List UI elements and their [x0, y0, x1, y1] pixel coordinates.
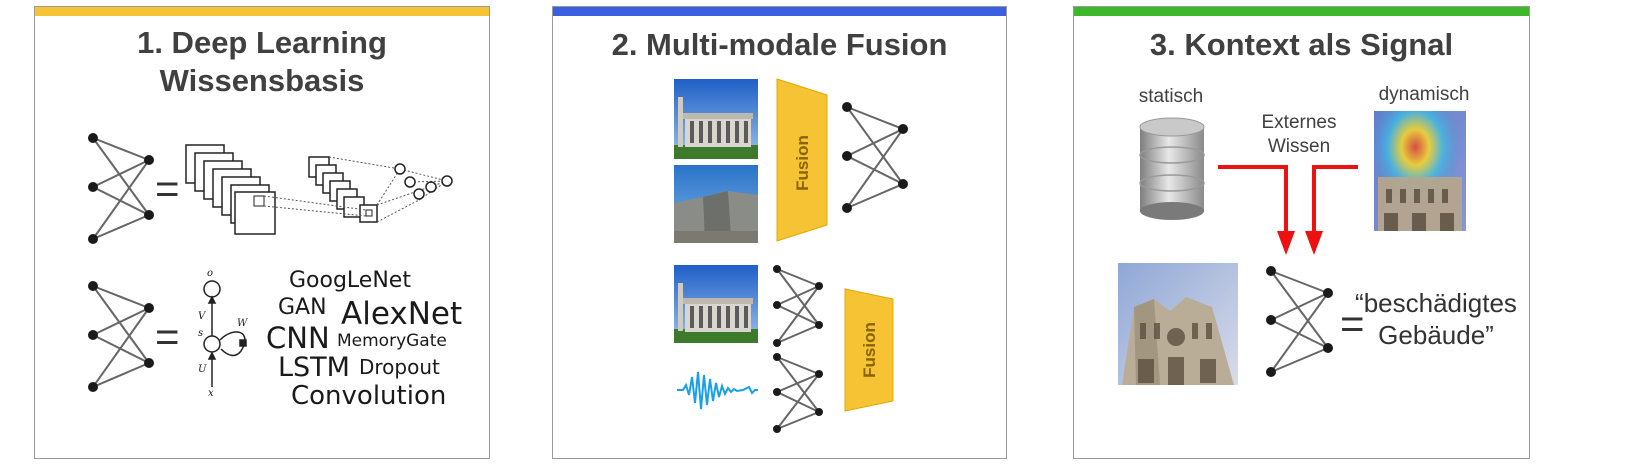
cnn-feature-maps-icon: [185, 144, 378, 235]
word-cloud-gan: GAN: [278, 295, 327, 320]
rnn-label-s: s: [198, 328, 204, 339]
rnn-label-x: x: [208, 388, 214, 399]
heatmap-cathedral-photo: [1374, 111, 1466, 231]
panel-multimodal-fusion: 2. Multi-modale Fusion: [552, 6, 1007, 459]
panel-context-signal: 3. Kontext als Signal statisch dynamisch…: [1073, 6, 1530, 459]
word-cloud-alexnet: AlexNet: [341, 296, 463, 332]
dynamic-label: dynamisch: [1378, 84, 1470, 105]
rnn-label-v: V: [198, 311, 206, 322]
equals-sign: =: [155, 313, 180, 360]
panel-title-line1: 1. Deep Learning: [137, 25, 387, 60]
equals-sign: =: [1340, 300, 1365, 347]
panel-accent-bar: [1074, 7, 1529, 16]
external-knowledge-label-line2: Wissen: [1267, 136, 1331, 157]
dense-layer-nodes: [394, 163, 453, 200]
fusion-label: Fusion: [860, 322, 879, 378]
rnn-cell-icon: [203, 280, 247, 387]
neural-network-icon: [88, 133, 154, 244]
building-photo-icon: [674, 265, 758, 343]
rnn-label-u: U: [198, 364, 207, 375]
cathedral-photo: [1118, 263, 1238, 385]
deep-learning-diagram: [88, 133, 453, 392]
equals-sign: =: [155, 165, 180, 212]
word-cloud-dropout: Dropout: [359, 355, 440, 379]
word-cloud-cnn: CNN: [266, 321, 330, 355]
fusion-block: [776, 78, 828, 242]
word-cloud-memorygate: MemoryGate: [337, 331, 447, 351]
neural-network-icon: [88, 281, 154, 392]
output-label-line2: Gebäude”: [1378, 320, 1494, 350]
panel-title: 3. Kontext als Signal: [1149, 27, 1454, 62]
neural-network-icon: [1266, 266, 1333, 377]
word-cloud-googlenet: GoogLeNet: [289, 268, 411, 293]
building-render-icon: [674, 165, 758, 243]
arrow-head: [1305, 231, 1323, 255]
fusion-label: Fusion: [793, 135, 812, 191]
word-cloud-lstm: LSTM: [278, 352, 350, 383]
panel-title-line2: Wissensbasis: [159, 63, 365, 98]
panel-title: 2. Multi-modale Fusion: [611, 27, 948, 62]
waveform-icon: [677, 371, 758, 410]
panel-accent-bar: [553, 7, 1006, 16]
rnn-label-o: o: [207, 268, 214, 279]
static-label: statisch: [1138, 86, 1204, 107]
arrow-icon: [1218, 165, 1358, 233]
panel-deep-learning: 1. Deep Learning Wissensbasis: [34, 6, 490, 459]
word-cloud-convolution: Convolution: [291, 381, 447, 411]
panel-accent-bar: [35, 7, 489, 16]
neural-network-icon: [773, 353, 823, 433]
building-photo-icon: [674, 79, 758, 159]
neural-network-icon: [773, 265, 823, 347]
arrow-head: [1277, 231, 1295, 255]
output-label-line1: “beschädigtes: [1355, 288, 1517, 318]
neural-network-icon: [842, 102, 908, 213]
fusion-diagram: Fusion Fusion: [674, 78, 908, 433]
database-icon: [1139, 117, 1205, 220]
fusion-block: [844, 288, 894, 412]
context-diagram: [1118, 111, 1466, 385]
rnn-label-w: W: [237, 318, 248, 329]
external-knowledge-label-line1: Externes: [1261, 112, 1337, 133]
